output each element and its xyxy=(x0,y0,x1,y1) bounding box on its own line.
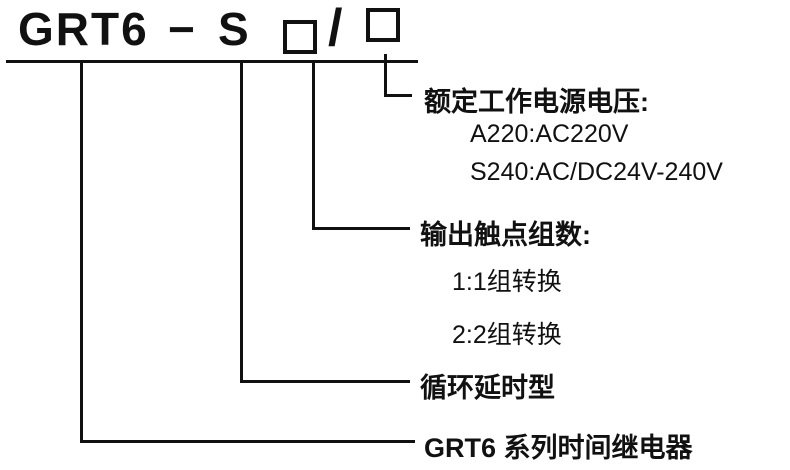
connector-vertical-series xyxy=(80,60,83,443)
model-prefix-text: GRT6 xyxy=(18,3,149,55)
voltage-option-a220: A220:AC220V xyxy=(470,120,629,148)
voltage-option-s240: S240:AC/DC24V-240V xyxy=(470,158,723,186)
header-underline xyxy=(6,60,418,63)
contact-code-box-icon xyxy=(283,20,317,54)
model-slash-text: / xyxy=(328,0,343,57)
contacts-option-2: 2:2组转换 xyxy=(452,321,562,349)
model-dash-text: − xyxy=(168,3,195,55)
connector-vertical-voltage xyxy=(384,54,387,97)
contacts-branch-label: 输出触点组数: xyxy=(420,220,591,250)
cycle-type-label: 循环延时型 xyxy=(420,373,555,403)
connector-vertical-cycle xyxy=(240,60,243,383)
contacts-option-1: 1:1组转换 xyxy=(452,268,562,296)
connector-horizontal-voltage xyxy=(384,94,412,97)
connector-horizontal-cycle xyxy=(240,380,410,383)
model-type-code-text: S xyxy=(218,3,249,55)
connector-horizontal-series xyxy=(80,440,415,443)
voltage-code-box-icon xyxy=(366,8,400,42)
connector-vertical-contacts xyxy=(312,60,315,230)
series-name-label: GRT6 系列时间继电器 xyxy=(424,433,693,463)
connector-horizontal-contacts xyxy=(312,227,410,230)
voltage-branch-label: 额定工作电源电压: xyxy=(424,87,649,117)
